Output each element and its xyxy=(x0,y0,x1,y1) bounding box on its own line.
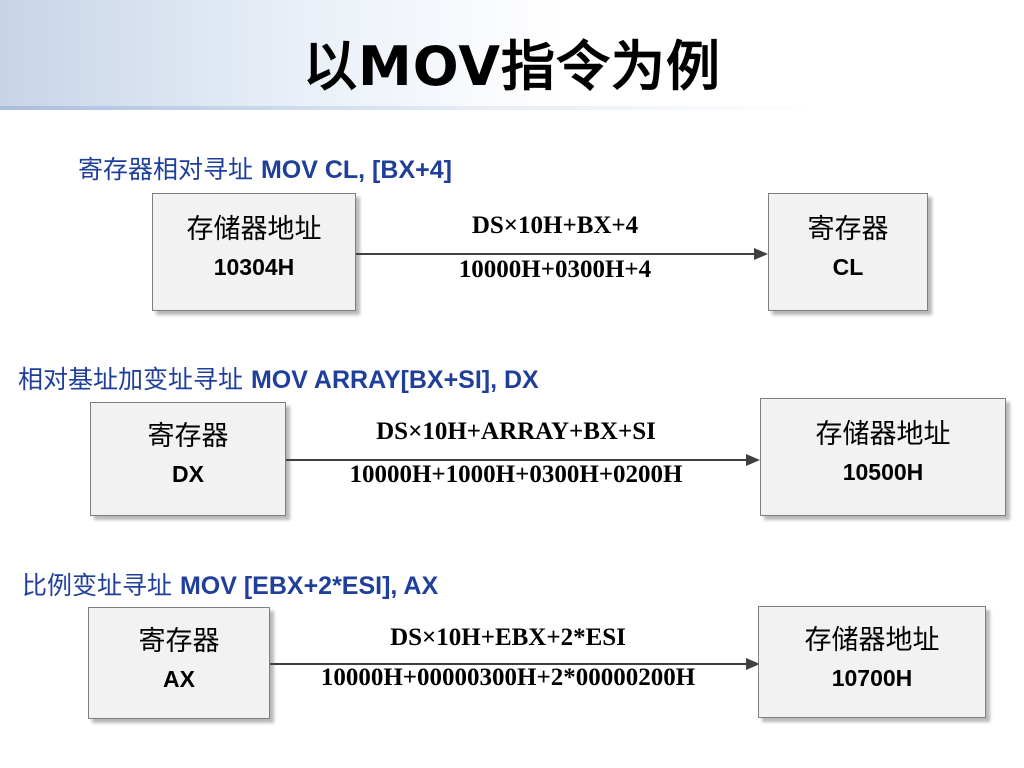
section-1-formula-top: DS×10H+BX+4 xyxy=(471,212,639,239)
section-1-source-box: 存储器地址 10304H xyxy=(152,193,356,311)
section-2-target-label: 存储器地址 xyxy=(815,419,951,450)
section-3-source-label: 寄存器 xyxy=(138,626,220,657)
section-3-target-box: 存储器地址 10700H xyxy=(758,606,986,718)
section-1-target-label: 寄存器 xyxy=(807,214,889,245)
section-3-source-value: AX xyxy=(163,666,195,692)
section-3-target-value: 10700H xyxy=(831,665,913,691)
section-2-formula-top: DS×10H+ARRAY+BX+SI xyxy=(376,418,656,445)
section-1-source-label: 存储器地址 xyxy=(186,214,322,245)
section-1-source-value: 10304H xyxy=(213,254,295,280)
section-2-caption: 相对基址加变址寻址 MOV ARRAY[BX+SI], DX xyxy=(18,360,539,396)
section-3-caption: 比例变址寻址 MOV [EBX+2*ESI], AX xyxy=(22,566,438,602)
section-1-target-box: 寄存器 CL xyxy=(768,193,928,311)
section-2-source-value: DX xyxy=(172,461,204,487)
section-2-source-box: 寄存器 DX xyxy=(90,402,286,516)
section-1-caption-text: 寄存器相对寻址 xyxy=(78,155,261,184)
section-3-caption-text: 比例变址寻址 xyxy=(22,571,180,600)
section-3-arrow xyxy=(270,658,760,670)
section-1-arrow xyxy=(356,248,768,260)
section-2-source-label: 寄存器 xyxy=(147,421,229,452)
section-2-instruction: MOV ARRAY[BX+SI], DX xyxy=(250,366,539,394)
section-1-target-value: CL xyxy=(832,254,864,280)
section-3-source-box: 寄存器 AX xyxy=(88,607,270,719)
section-3-instruction: MOV [EBX+2*ESI], AX xyxy=(179,572,439,600)
section-1-formula-bottom: 10000H+0300H+4 xyxy=(458,256,652,283)
section-3-target-label: 存储器地址 xyxy=(804,625,940,656)
section-2-target-box: 存储器地址 10500H xyxy=(760,398,1006,516)
section-3-formula-bottom: 10000H+00000300H+2*00000200H xyxy=(320,664,696,691)
section-2-formula-bottom: 10000H+1000H+0300H+0200H xyxy=(349,461,683,488)
slide-title: 以MOV指令为例 xyxy=(303,35,721,98)
section-2-arrow xyxy=(286,454,760,466)
section-3-formula-top: DS×10H+EBX+2*ESI xyxy=(390,624,626,651)
section-1-instruction: MOV CL, [BX+4] xyxy=(260,156,452,184)
section-1-caption: 寄存器相对寻址 MOV CL, [BX+4] xyxy=(78,150,452,186)
header-band xyxy=(0,0,1024,110)
section-2-caption-text: 相对基址加变址寻址 xyxy=(18,365,251,394)
section-2-target-value: 10500H xyxy=(842,459,924,485)
header-divider xyxy=(0,106,1024,110)
